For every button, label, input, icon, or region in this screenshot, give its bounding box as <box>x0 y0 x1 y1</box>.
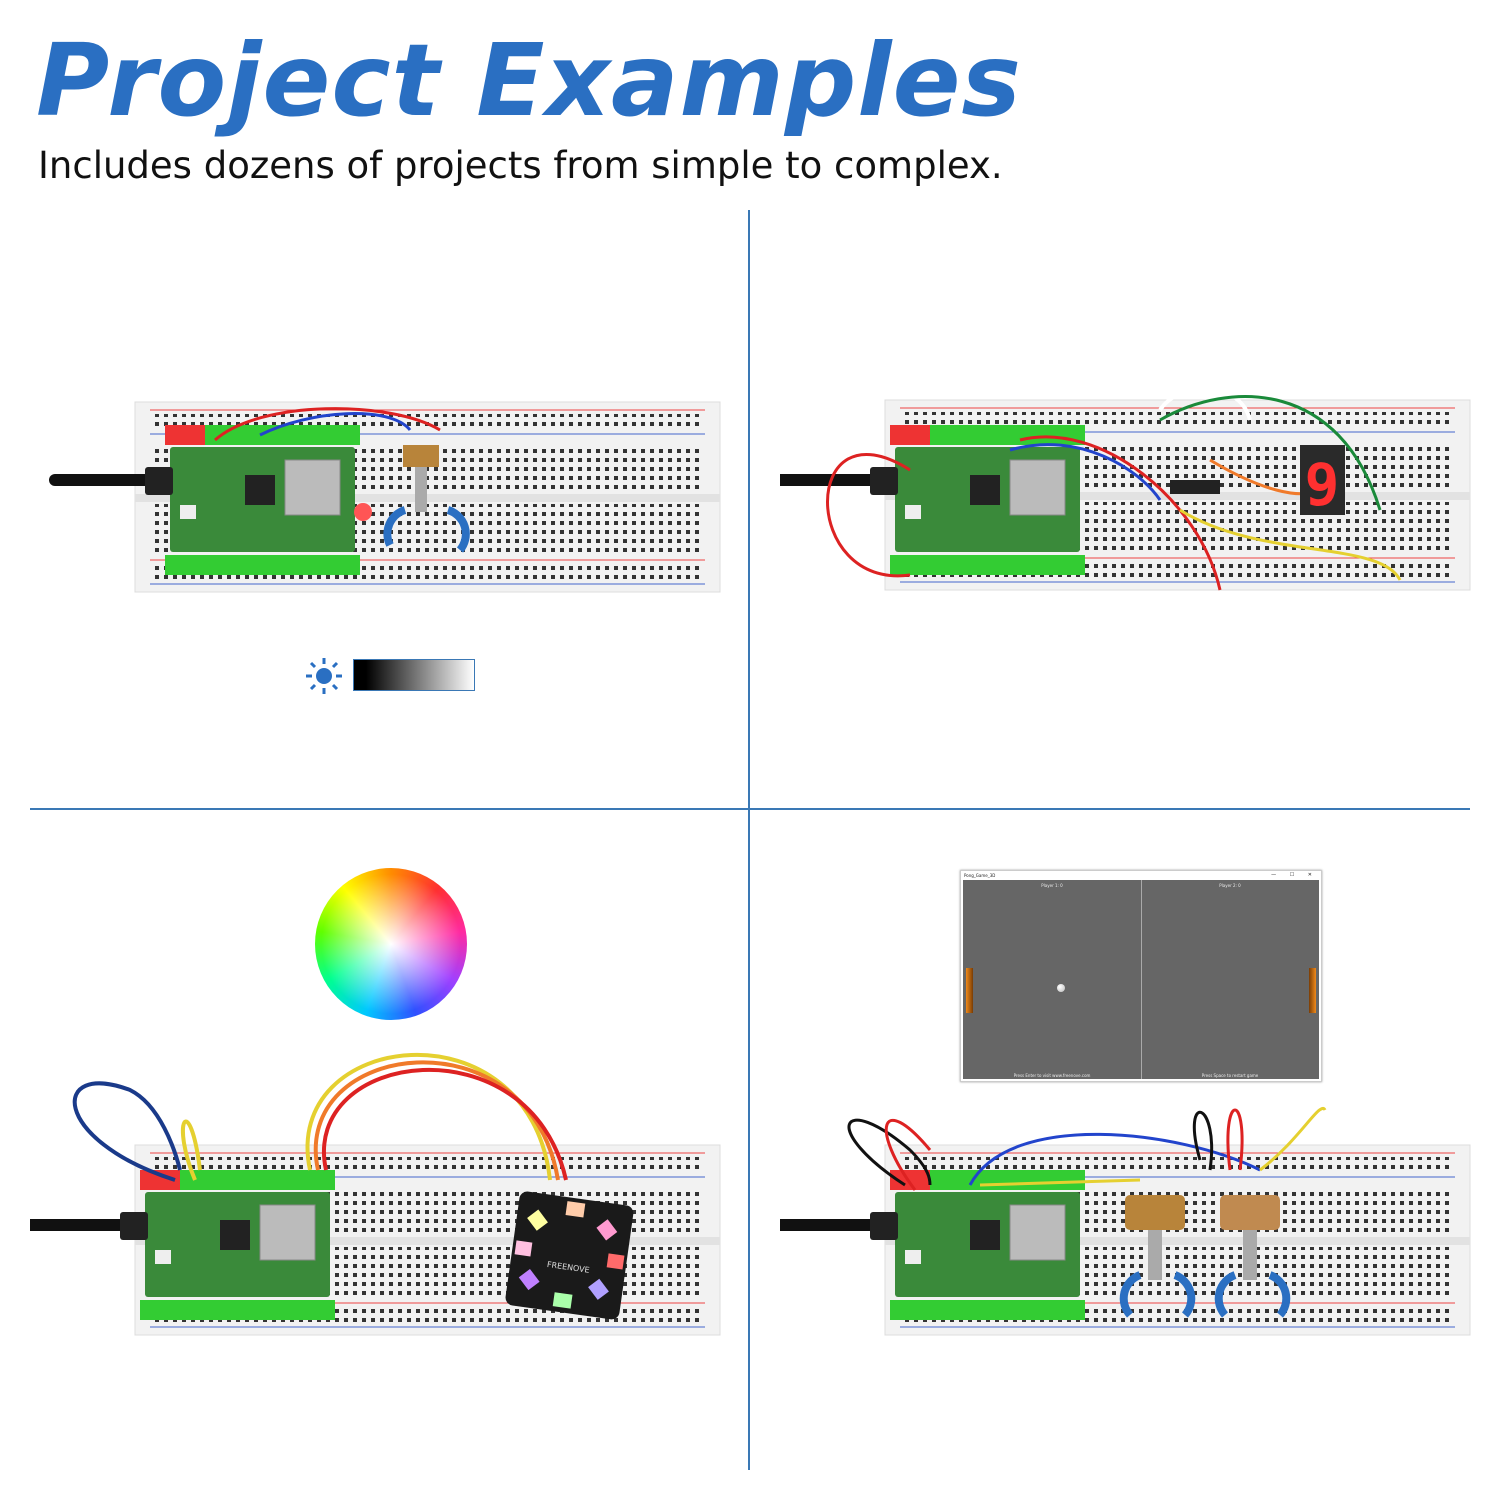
window-titlebar: Pong_Game_3D — ☐ ✕ <box>961 871 1321 879</box>
player1-score: Player 1: 0 <box>1041 883 1063 888</box>
divider-vertical <box>748 210 750 1470</box>
window-title: Pong_Game_3D <box>964 872 996 878</box>
brightness-gradient <box>353 659 475 691</box>
right-paddle <box>1309 968 1316 1013</box>
page-title: Project Examples <box>36 22 1022 139</box>
potentiometer-1 <box>1125 1195 1185 1230</box>
potentiometer <box>403 445 439 467</box>
color-wheel <box>315 868 467 1020</box>
page-subtitle: Includes dozens of projects from simple … <box>38 144 1003 187</box>
display-digit: 9 <box>1305 451 1340 519</box>
footer-right: Press Space to restart game <box>1201 1073 1259 1078</box>
rotate-arrow-icon <box>1268 1271 1291 1318</box>
left-paddle <box>966 968 973 1013</box>
breadboard-seven-segment: 9 <box>780 386 1471 591</box>
sun-icon <box>306 658 342 694</box>
seven-segment-display <box>1300 445 1345 515</box>
rotate-arrow-icon <box>446 506 470 553</box>
center-line <box>1141 880 1142 1079</box>
led <box>354 503 372 521</box>
rotate-arrow-icon <box>383 506 407 547</box>
rotate-arrow-icon <box>1214 1271 1237 1318</box>
ball <box>1057 984 1065 992</box>
breadboard-dual-potentiometer <box>780 1106 1471 1336</box>
game-field: Player 1: 0 Player 2: 0 Press Enter to v… <box>963 880 1319 1079</box>
rotate-arrow-icon <box>1173 1271 1196 1318</box>
potentiometer-2 <box>1220 1195 1280 1230</box>
breadboard-rgb-module: FREENOVE <box>30 1052 721 1336</box>
divider-horizontal <box>30 808 1470 810</box>
footer-left: Press Enter to visit www.freenove.com <box>1013 1073 1091 1078</box>
pong-game-window: Pong_Game_3D — ☐ ✕ Player 1: 0 Player 2:… <box>960 870 1322 1082</box>
rotate-arrow-icon <box>1119 1271 1142 1318</box>
window-controls[interactable]: — ☐ ✕ <box>1271 872 1318 878</box>
rgb-led-module: FREENOVE <box>505 1191 634 1320</box>
player2-score: Player 2: 0 <box>1219 883 1241 888</box>
breadboard-led-potentiometer <box>30 401 721 593</box>
